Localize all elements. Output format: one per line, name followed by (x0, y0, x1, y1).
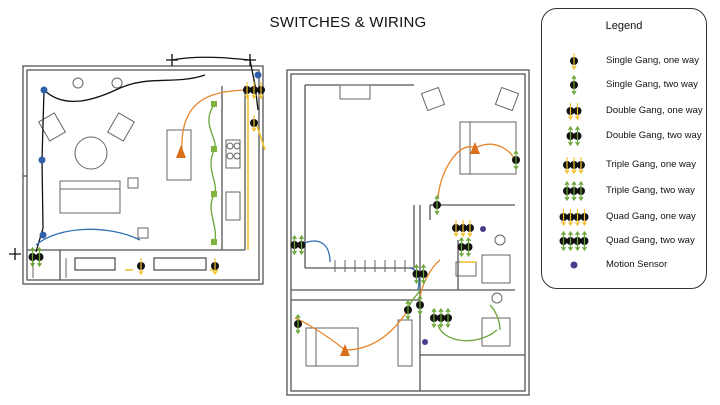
legend-item: Triple Gang, one way (542, 155, 708, 175)
legend-item-label: Single Gang, two way (606, 79, 698, 90)
plan-switch-icon (294, 313, 302, 335)
switch-icon (556, 51, 592, 71)
plan-switch-icon (404, 299, 412, 321)
switch-icon (556, 180, 592, 202)
legend-item-label: Motion Sensor (606, 259, 668, 270)
legend-item: Single Gang, two way (542, 74, 708, 96)
legend-item: Quad Gang, one way (542, 207, 708, 227)
pendant-lights-orange (176, 142, 480, 356)
plan-switch-icon (457, 236, 473, 258)
plan-switch-icon (211, 258, 219, 276)
plan-switch-icon (512, 149, 520, 171)
legend-title: Legend (605, 20, 643, 32)
motion-sensors (422, 226, 486, 345)
legend-item-label: Single Gang, one way (606, 55, 699, 66)
plan-switch-icon (243, 82, 265, 100)
switch-icon (556, 155, 592, 175)
plan-switches (28, 82, 520, 335)
legend-item: Quad Gang, two way (542, 230, 708, 252)
legend-item: Triple Gang, two way (542, 180, 708, 202)
switch-icon (556, 207, 592, 227)
right-plan-furniture (305, 84, 520, 367)
plan-switch-icon (28, 246, 44, 268)
legend-item: Motion Sensor (542, 255, 708, 275)
legend-item: Double Gang, one way (542, 101, 708, 121)
legend-item-label: Double Gang, two way (606, 130, 702, 141)
legend-item-label: Triple Gang, one way (606, 159, 696, 170)
switch-icon (556, 230, 592, 252)
starburst-markers (9, 54, 256, 260)
legend-item-label: Quad Gang, two way (606, 235, 695, 246)
switch-icon (556, 101, 592, 121)
plan-switch-icon (250, 115, 258, 133)
plan-switch-icon (430, 307, 452, 329)
plan-switch-icon (290, 234, 306, 256)
legend-item-label: Double Gang, one way (606, 105, 703, 116)
wires-yellow (125, 95, 476, 271)
plan-switch-icon (452, 220, 474, 238)
plan-switch-icon (412, 263, 428, 285)
motion-sensor-icon (556, 255, 592, 275)
plan-switch-icon (137, 258, 145, 276)
floor-plan (9, 54, 530, 396)
legend-item-label: Triple Gang, two way (606, 185, 695, 196)
plan-switch-icon (433, 194, 441, 216)
wall-fixtures-green (211, 101, 217, 245)
wires-black (35, 56, 259, 253)
switch-icon (556, 125, 592, 147)
left-plan-furniture (32, 77, 241, 278)
legend-item: Double Gang, two way (542, 125, 708, 147)
wires-blue (35, 228, 420, 291)
left-plan-walls (22, 65, 264, 285)
legend-item-label: Quad Gang, one way (606, 211, 696, 222)
plan-switch-icon (416, 294, 424, 316)
ceiling-lights-blue (38, 71, 262, 239)
legend-item: Single Gang, one way (542, 51, 708, 71)
switch-icon (556, 74, 592, 96)
diagram-title: SWITCHES & WIRING (269, 14, 427, 31)
